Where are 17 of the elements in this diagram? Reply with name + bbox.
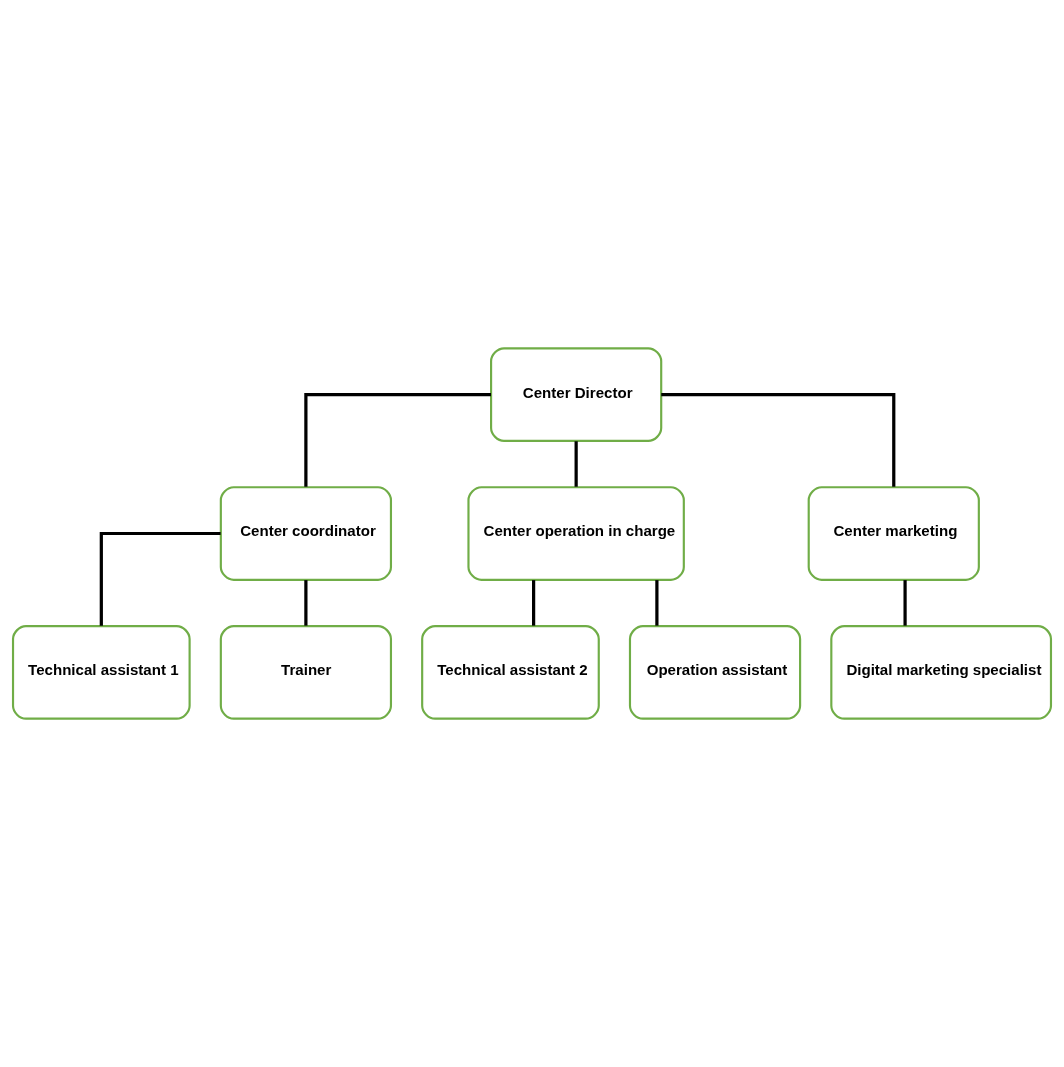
node-box: Trainer — [219, 625, 393, 720]
connector — [304, 580, 308, 626]
node-box: Center Director — [490, 347, 663, 442]
connector — [903, 580, 907, 626]
connector — [655, 580, 659, 626]
node-box: Center coordinator — [219, 486, 393, 581]
connector — [661, 393, 896, 487]
node-box: Operation assistant — [628, 625, 802, 720]
connector — [574, 441, 578, 487]
node-box: Technical assistant 1 — [11, 625, 191, 720]
connector — [99, 531, 221, 626]
connector — [532, 580, 536, 626]
node-box: Center marketing — [807, 486, 980, 581]
node-box: Digital marketing specialist — [830, 625, 1053, 720]
node-box: Technical assistant 2 — [421, 625, 600, 720]
node-box: Center operation in charge — [467, 486, 685, 581]
connector — [304, 393, 491, 487]
